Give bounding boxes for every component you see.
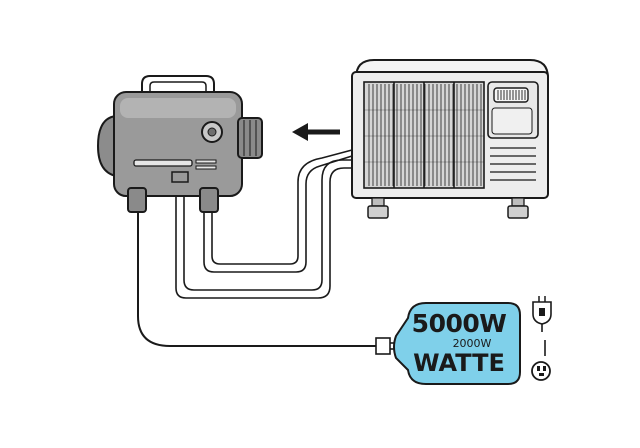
outlet-icon xyxy=(531,361,551,381)
arrow-left-icon xyxy=(292,123,340,141)
power-rating-label xyxy=(393,302,521,385)
power-cable xyxy=(137,212,376,347)
plug-icon xyxy=(532,296,552,332)
hose-pipes xyxy=(175,149,353,299)
cable-connector xyxy=(375,337,396,355)
air-conditioner-icon xyxy=(351,59,549,219)
generator-icon xyxy=(96,75,263,213)
